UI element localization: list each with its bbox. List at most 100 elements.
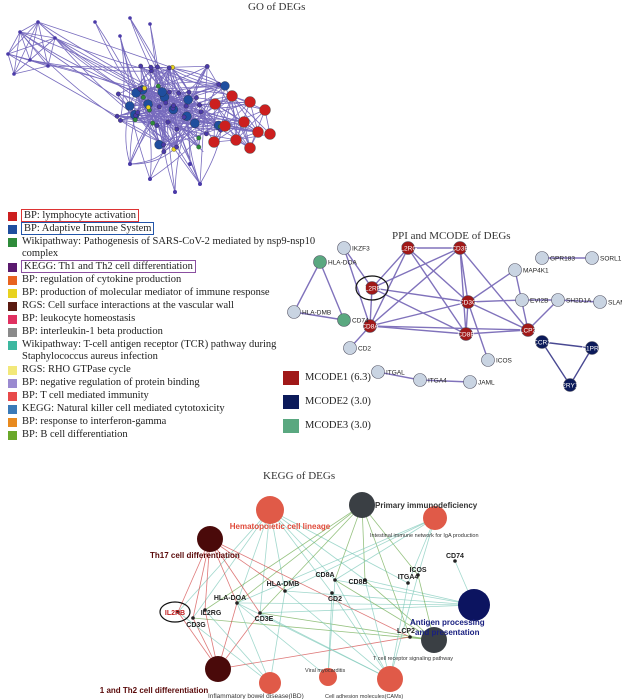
kegg-gene-label-il2rb: IL2RB (165, 610, 185, 617)
ppi-label-cd2: CD2 (358, 346, 371, 353)
go-legend-item: BP: leukocyte homeostasis (8, 313, 328, 325)
legend-label: BP: Adaptive Immune System (20, 222, 155, 235)
legend-swatch (8, 225, 17, 234)
go-node (128, 162, 132, 166)
mcode2-legend-item: MCODE2 (3.0) (283, 395, 371, 415)
legend-label: KEGG: Th1 and Th2 cell differentiation (21, 260, 196, 273)
ppi-label-il2rg: IL2RG (399, 246, 418, 253)
ppi-node-cd2 (343, 341, 357, 355)
il2rb-highlight-ellipse (355, 275, 389, 301)
legend-label: Wikipathway: Pathogenesis of SARS-CoV-2 … (22, 236, 316, 259)
go-node (176, 90, 182, 96)
go-network (6, 16, 276, 194)
go-node (53, 36, 57, 40)
go-node (161, 142, 166, 148)
go-node (197, 102, 202, 108)
kegg-gene-label-itga4: ITGA4 (398, 574, 419, 581)
go-node (204, 64, 210, 69)
go-node (186, 89, 192, 95)
mcode-legend: MCODE1 (6.3) MCODE2 (3.0) MCODE3 (3.0) (283, 371, 371, 443)
go-legend-item: RGS: Cell surface interactions at the va… (8, 300, 328, 312)
ppi-node-hla_doa (313, 255, 327, 269)
ppi-label-ikzf3: IKZF3 (352, 246, 370, 253)
legend-label: BP: T cell mediated immunity (22, 390, 149, 401)
legend-label: BP: negative regulation of protein bindi… (22, 377, 200, 388)
kegg-term-label-antigen1: Antigen processing (410, 618, 485, 627)
go-node (128, 16, 132, 20)
go-node (198, 182, 202, 186)
ppi-label-sh2d1a: SH2D1A (566, 298, 592, 305)
kegg-term-label-intestinal: Intestinal immune network for IgA produc… (370, 533, 479, 539)
legend-swatch (8, 315, 17, 324)
ppi-node-lcp2 (521, 323, 535, 337)
ppi-label-il2rb: IL2RB (363, 286, 381, 293)
legend-swatch (8, 405, 17, 414)
legend-label: BP: B cell differentiation (22, 429, 128, 440)
ppi-node-jaml (463, 375, 477, 389)
ppi-node-il2rg (401, 241, 415, 255)
ppi-label-slamf6: SLAMF6 (608, 300, 622, 307)
go-legend-item: BP: lymphocyte activation (8, 209, 328, 222)
ppi-label-s1pr2: S1PR2 (582, 346, 603, 353)
kegg-gene-node-cd3e (258, 611, 262, 615)
ppi-node-cd8a (363, 319, 377, 333)
ppi-label-jaml: JAML (478, 380, 495, 387)
ppi-label-evi2b: EVI2B (530, 298, 548, 305)
kegg-term-node-intestinal (423, 506, 447, 530)
kegg-gene-node-cd74 (453, 559, 457, 563)
ppi-node-sorl1 (585, 251, 599, 265)
go-node (156, 104, 162, 110)
go-node (226, 90, 238, 102)
ppi-label-icos: ICOS (496, 358, 513, 365)
go-node (135, 110, 140, 115)
legend-swatch (8, 276, 17, 285)
go-node (154, 123, 160, 128)
go-node (163, 100, 169, 106)
legend-label: RGS: RHO GTPase cycle (22, 364, 131, 375)
kegg-term-label-primary: Primary immunodeficiency (375, 501, 478, 510)
go-node (161, 149, 167, 155)
legend-swatch (8, 263, 17, 272)
kegg-gene-label-cd3g: CD3G (186, 622, 206, 629)
kegg-gene-label-cd74: CD74 (446, 553, 464, 560)
go-node (188, 162, 192, 166)
mcode3-legend-item: MCODE3 (3.0) (283, 419, 371, 439)
ppi-label-gpr183: GPR183 (550, 256, 575, 263)
go-node (238, 116, 250, 128)
kegg-term-label-antigen2: and presentation (415, 628, 480, 637)
go-node (148, 22, 152, 26)
kegg-gene-label-cd2: CD2 (328, 596, 342, 603)
ppi-node-icos (481, 353, 495, 367)
ppi-label-cd3g: CD3G (459, 300, 477, 307)
go-node (166, 65, 172, 71)
go-node (36, 20, 40, 24)
ppi-node-il2rb (365, 281, 379, 295)
legend-swatch (8, 392, 17, 401)
legend-label: BP: regulation of cytokine production (22, 274, 182, 285)
legend-label: KEGG: Natural killer cell mediated cytot… (22, 403, 225, 414)
go-legend-item: KEGG: Natural killer cell mediated cytot… (8, 403, 328, 415)
go-legend-item: BP: interleukin-1 beta production (8, 326, 328, 338)
go-legend-item: BP: negative regulation of protein bindi… (8, 377, 328, 389)
legend-label: BP: interleukin-1 beta production (22, 326, 163, 337)
legend-label: RGS: Cell surface interactions at the va… (22, 300, 234, 311)
legend-swatch (8, 418, 17, 427)
ppi-node-itga4 (413, 373, 427, 387)
go-node (181, 114, 187, 120)
ppi-node-ikzf3 (337, 241, 351, 255)
legend-label: BP: response to interferon-gamma (22, 416, 167, 427)
kegg-gene-label-lcp2: LCP2 (397, 628, 415, 635)
mcode3-swatch (283, 419, 299, 433)
ppi-node-p2ry13 (563, 378, 577, 392)
go-node (174, 126, 180, 132)
kegg-term-node-primary (349, 492, 375, 518)
go-node (196, 144, 202, 150)
ppi-node-cd3g (461, 295, 475, 309)
go-node (155, 83, 161, 89)
ppi-node-cd74 (337, 313, 351, 327)
go-node (244, 142, 256, 154)
go-node (244, 96, 256, 108)
go-node (137, 86, 142, 92)
